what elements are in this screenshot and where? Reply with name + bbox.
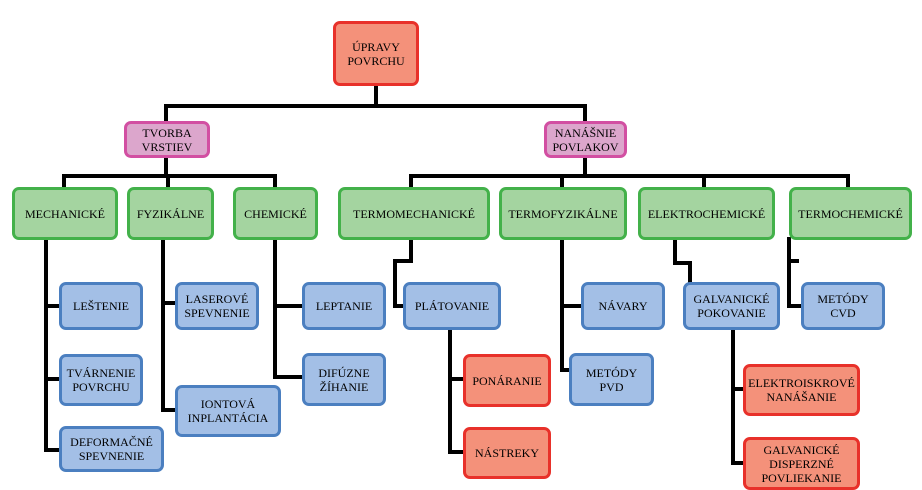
- root-node: ÚPRAVY POVRCHU: [333, 21, 419, 86]
- node-galvanicke-pokovanie: GALVANICKÉ POKOVANIE: [683, 282, 780, 330]
- node-nastreky: NÁSTREKY: [463, 427, 551, 479]
- node-metody-pvd: METÓDY PVD: [569, 353, 654, 406]
- node-termochemicke: TERMOCHEMICKÉ: [789, 187, 912, 240]
- node-navary: NÁVARY: [581, 282, 665, 330]
- node-galvanicke-disperzne-povliekanie: GALVANICKÉ DISPERZNÉ POVLIEKANIE: [743, 437, 860, 490]
- node-nanasnie-povlakov: NANÁŠNIE POVLAKOV: [544, 121, 627, 158]
- node-tvarnenie-povrchu: TVÁRNENIE POVRCHU: [59, 354, 143, 406]
- node-fyzikalne: FYZIKÁLNE: [127, 187, 214, 240]
- node-termomechanicke: TERMOMECHANICKÉ: [338, 187, 490, 240]
- node-chemicke: CHEMICKÉ: [233, 187, 318, 240]
- node-lestenie: LEŠTENIE: [59, 282, 143, 330]
- node-ponaranie: PONÁRANIE: [463, 354, 551, 407]
- node-mechanicke: MECHANICKÉ: [12, 187, 118, 240]
- node-difuzne-zihanie: DIFÚZNE ŽÍHANIE: [302, 353, 386, 406]
- node-iontova-inplantacia: IONTOVÁ INPLANTÁCIA: [175, 385, 281, 437]
- node-termofyzikalne: TERMOFYZIKÁLNE: [499, 187, 627, 240]
- node-laserove-spevnenie: LASEROVÉ SPEVNENIE: [175, 282, 259, 330]
- node-elektrochemicke: ELEKTROCHEMICKÉ: [638, 187, 775, 240]
- node-elektroiskrove-nanasanie: ELEKTROISKROVÉ NANÁŠANIE: [743, 364, 860, 416]
- node-platovanie: PLÁTOVANIE: [403, 282, 501, 330]
- node-deformacne-spevnenie: DEFORMAČNÉ SPEVNENIE: [59, 426, 164, 472]
- node-metody-cvd: METÓDY CVD: [801, 282, 885, 330]
- node-tvorba-vrstiev: TVORBA VRSTIEV: [124, 121, 210, 158]
- node-leptanie: LEPTANIE: [302, 282, 386, 330]
